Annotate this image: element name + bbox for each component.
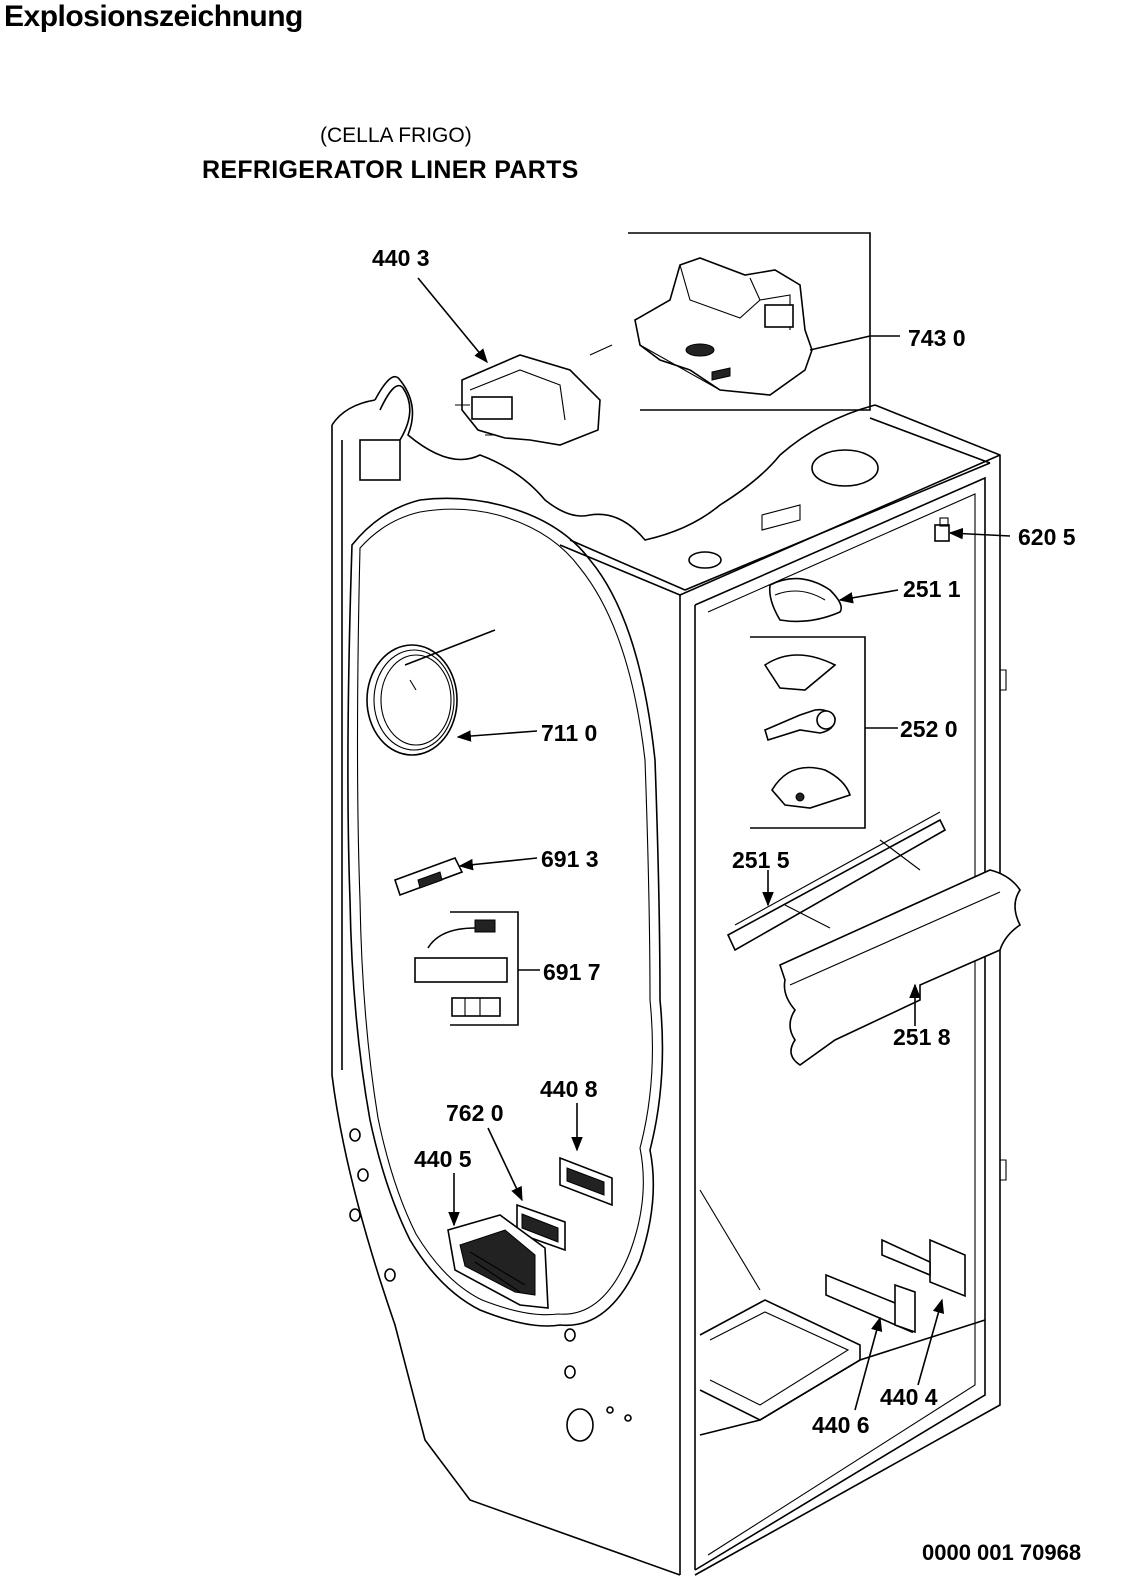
callout-6913: 691 3: [541, 846, 599, 872]
part-air-damper-4403: [455, 344, 613, 446]
callout-4406: 440 6: [812, 1412, 870, 1438]
part-lamp-assembly-2520: [750, 636, 866, 829]
part-lamp-cover-2511: [768, 577, 843, 623]
part-shelf-rail-2515: [726, 811, 947, 952]
callout-6917: 691 7: [543, 959, 601, 985]
callout-4405: 440 5: [414, 1146, 472, 1172]
diagram-title: REFRIGERATOR LINER PARTS: [202, 156, 579, 184]
part-heater-wire-7110: [366, 629, 496, 756]
callout-7620: 762 0: [446, 1100, 504, 1126]
part-crisper-cover-2518: [779, 869, 1022, 1066]
diagram-subtitle-italian: (CELLA FRIGO): [320, 124, 472, 147]
callout-2515: 251 5: [732, 847, 790, 873]
callout-2511: 251 1: [903, 576, 961, 602]
part-control-housing-4405: [447, 1214, 549, 1309]
callout-7110: 711 0: [541, 720, 597, 746]
page-heading: Explosionszeichnung: [4, 0, 303, 33]
callout-2518: 251 8: [893, 1024, 951, 1050]
part-bracket-4404: [881, 1238, 966, 1298]
callout-4403: 440 3: [372, 245, 430, 271]
part-bracket-4406: [825, 1273, 916, 1334]
document-number: 0000 001 70968: [922, 1540, 1082, 1565]
part-cover-7620: [516, 1203, 566, 1252]
part-thermostat-6913: [393, 857, 464, 897]
part-air-duct-7430: [628, 232, 871, 411]
callout-6205: 620 5: [1018, 524, 1076, 550]
leader-lines: [417, 277, 1011, 1411]
callout-2520: 252 0: [900, 716, 958, 742]
part-thermostat-kit-6917: [414, 911, 519, 1026]
part-vent-grille-4408: [559, 1156, 613, 1207]
callout-4404: 440 4: [880, 1384, 938, 1410]
callout-7430: 743 0: [908, 325, 966, 351]
callout-4408: 440 8: [540, 1076, 598, 1102]
part-switch-6205: [934, 517, 950, 542]
